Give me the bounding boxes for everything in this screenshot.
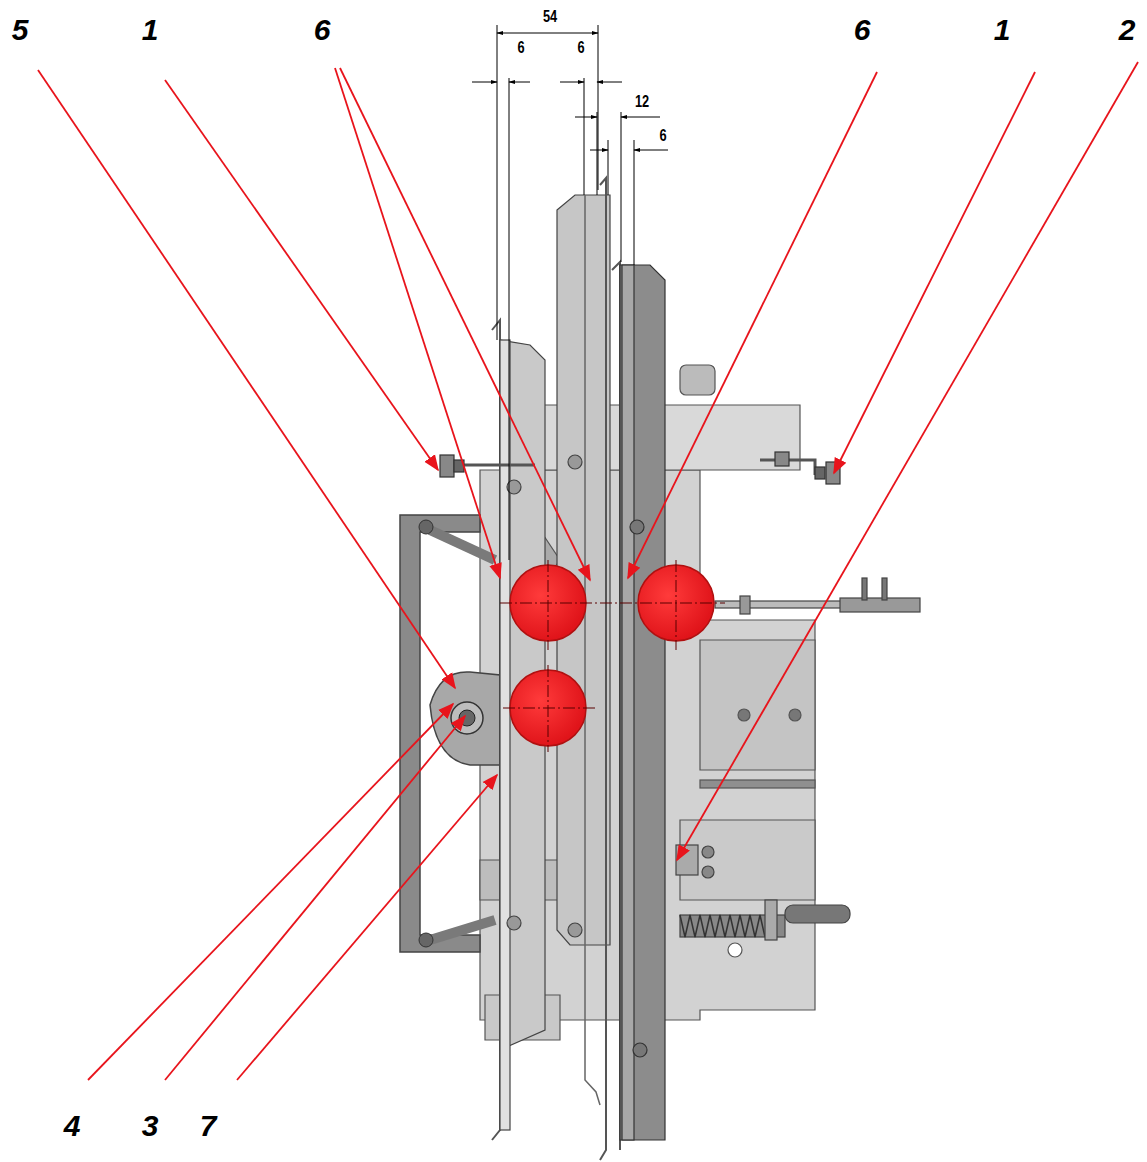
callout-number: 7 — [200, 1111, 217, 1141]
dimension-value: 6 — [516, 40, 526, 56]
leader-lines — [38, 62, 1138, 1080]
limit-switches — [440, 452, 840, 484]
callout-number: 6 — [314, 15, 331, 45]
dimension-lines — [472, 25, 668, 560]
dimension-value: 54 — [541, 9, 558, 25]
dimension-value: 6 — [576, 40, 586, 56]
callout-number: 4 — [64, 1111, 81, 1141]
red-rollers — [500, 560, 725, 752]
callout-number: 2 — [1119, 15, 1136, 45]
callout-number: 1 — [994, 15, 1011, 45]
callout-number: 6 — [854, 15, 871, 45]
cam — [430, 672, 500, 765]
callout-number: 5 — [12, 15, 29, 45]
adjusters — [676, 578, 920, 940]
callout-number: 3 — [142, 1111, 159, 1141]
middle-plate — [557, 178, 610, 1160]
dimension-value: 12 — [633, 94, 650, 110]
right-plate — [612, 262, 665, 1150]
callout-number: 1 — [142, 15, 159, 45]
dimension-value: 6 — [658, 128, 668, 144]
